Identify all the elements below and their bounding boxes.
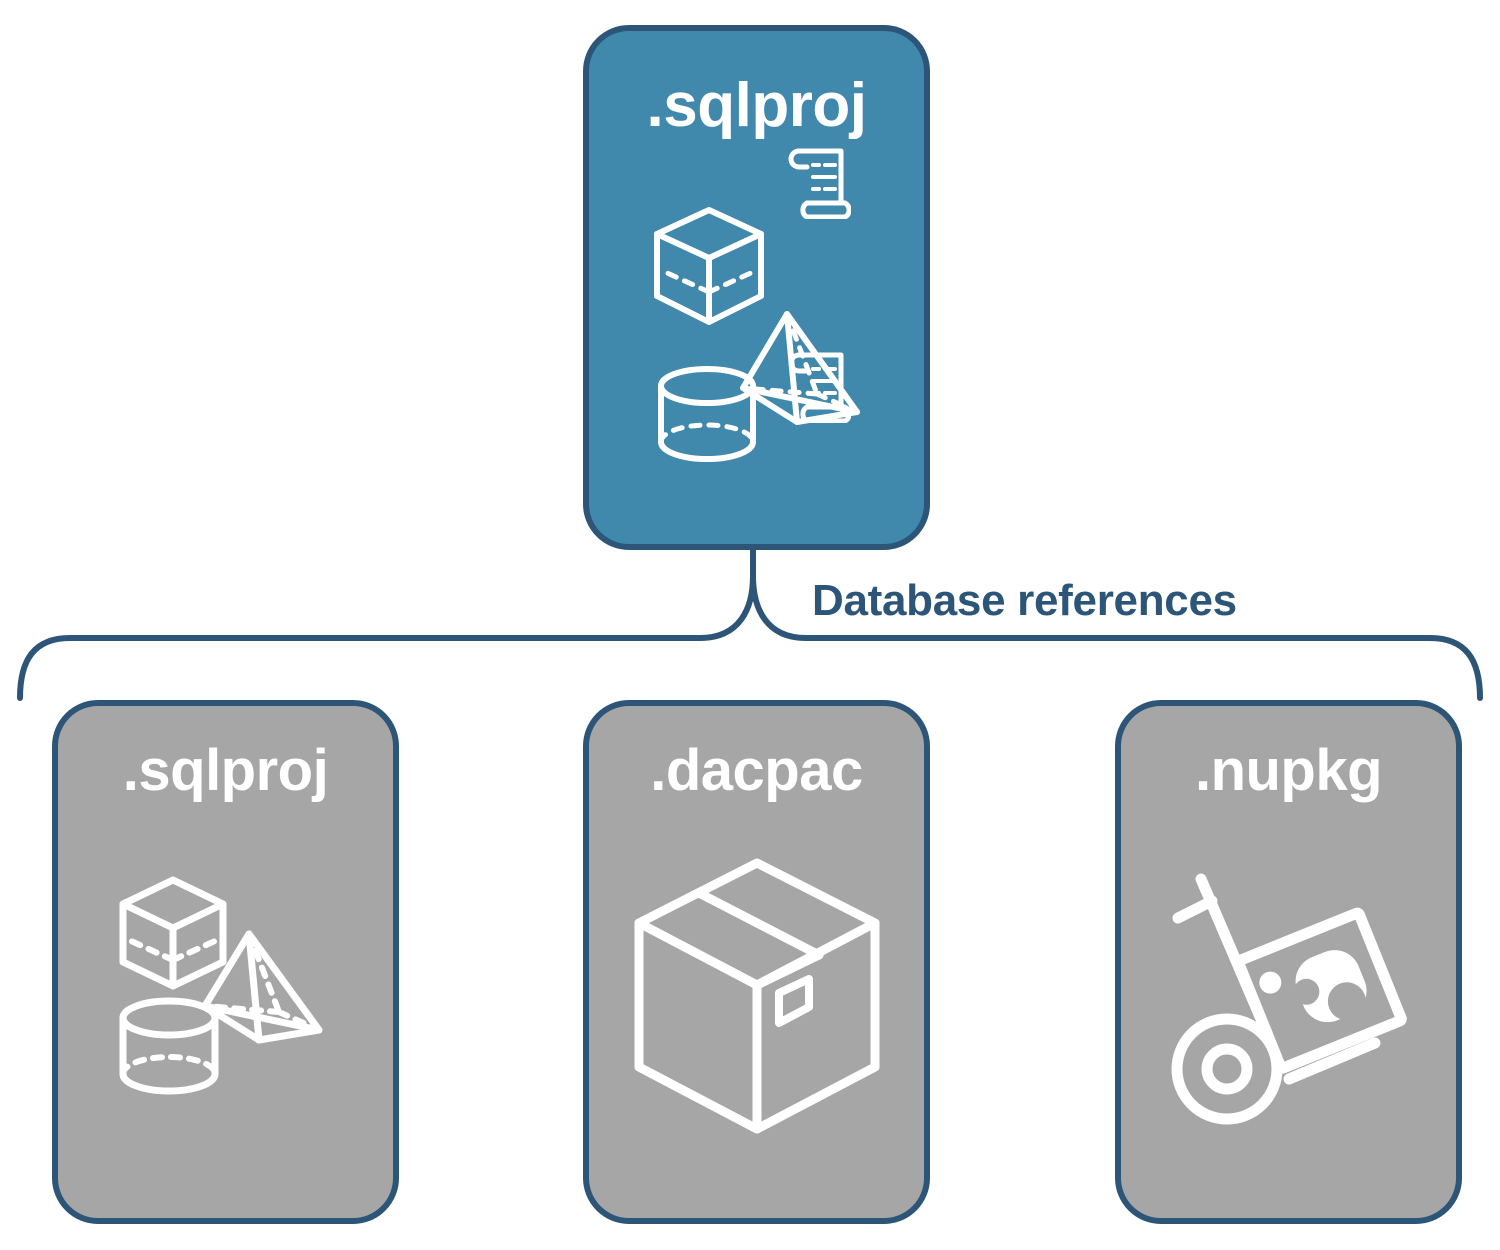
- wireframe-cube-icon: [653, 206, 764, 325]
- node-reference-dacpac-title: .dacpac: [650, 738, 863, 803]
- node-reference-sqlproj[interactable]: .sqlproj: [52, 700, 399, 1224]
- nuget-package: [1232, 907, 1407, 1074]
- database-references-bracket: [17, 548, 1483, 701]
- script-scroll-icon: [788, 352, 851, 423]
- hand-truck-base: [1283, 1037, 1380, 1085]
- nuget-hand-truck-icon: [1171, 873, 1407, 1125]
- node-root-title: .sqlproj: [646, 71, 867, 140]
- sqlproj-objects-icon-set: [653, 206, 860, 462]
- node-reference-nupkg[interactable]: .nupkg: [1115, 700, 1462, 1224]
- node-root-icon-group: [589, 137, 924, 544]
- connector-label-database-references: Database references: [812, 576, 1237, 625]
- wireframe-cube-icon: [119, 876, 226, 990]
- node-reference-sqlproj-icon-group: [58, 800, 393, 1218]
- script-scroll-icon: [788, 148, 851, 219]
- node-reference-dacpac-icon-group: [589, 800, 924, 1218]
- bracket-left-arm: [17, 573, 756, 701]
- wireframe-cylinder-icon: [657, 365, 756, 462]
- node-root-sqlproj[interactable]: .sqlproj: [583, 25, 930, 550]
- wireframe-cylinder-icon: [119, 997, 218, 1095]
- node-reference-dacpac[interactable]: .dacpac: [583, 700, 930, 1224]
- node-reference-nupkg-title: .nupkg: [1194, 738, 1383, 803]
- sqlproj-objects-icon-set: [119, 876, 322, 1095]
- node-reference-sqlproj-title: .sqlproj: [122, 738, 329, 803]
- package-box-icon: [634, 858, 879, 1134]
- node-reference-nupkg-icon-group: [1121, 800, 1456, 1218]
- wireframe-pyramid-icon: [201, 930, 322, 1044]
